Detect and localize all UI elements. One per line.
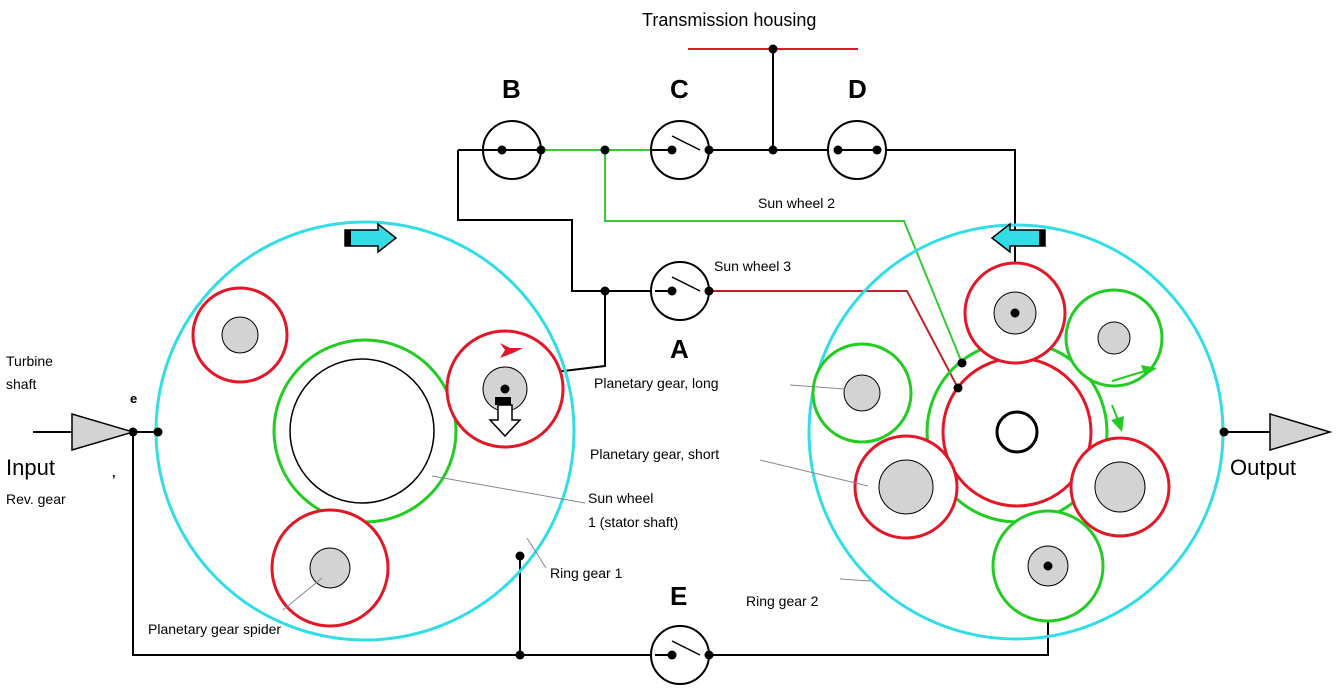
- sun-wheel-3-link: [709, 290, 959, 389]
- sun-wheel-3-label: Sun wheel 3: [714, 258, 791, 274]
- clutch-a: [600, 261, 714, 321]
- turbine-shaft-label-line2: shaft: [6, 376, 36, 392]
- right-short-planet-right: [1069, 436, 1171, 538]
- left-planetary-set: [128, 220, 576, 642]
- input-shaft-arrow: [71, 412, 136, 452]
- output-label: Output: [1230, 455, 1296, 480]
- green-direction-arrows: [1111, 365, 1157, 432]
- sun-wheel-1-inner: [289, 358, 435, 504]
- e-marker: e: [130, 391, 137, 406]
- ring-gear-1-label: Ring gear 1: [550, 565, 623, 581]
- rev-gear-label: Rev. gear: [6, 491, 66, 507]
- clutch-d: [827, 120, 887, 180]
- right-short-planet-left: [853, 434, 959, 540]
- clutch-c: [650, 120, 778, 180]
- clutch-e-label: E: [670, 581, 687, 611]
- leader-lines: [282, 384, 871, 611]
- right-planetary-set: [807, 223, 1229, 641]
- planetary-spider-label: Planetary gear spider: [148, 621, 281, 637]
- clutch-e: [515, 625, 714, 685]
- clutch-b-label: B: [502, 74, 521, 104]
- left-planet-top: [191, 286, 289, 384]
- clutch-a-label: A: [670, 334, 689, 364]
- sun-wheel-1-label-line1: Sun wheel: [588, 490, 653, 506]
- red-direction-arrow: [500, 343, 523, 358]
- clutch-d-label: D: [848, 74, 867, 104]
- sun-wheel-2-link: [604, 150, 963, 364]
- planetary-short-label: Planetary gear, short: [590, 446, 719, 462]
- sun-wheel-2-label: Sun wheel 2: [758, 195, 835, 211]
- transmission-housing-label: Transmission housing: [642, 10, 816, 30]
- center-shaft: [995, 410, 1039, 454]
- left-planet-bottom: [270, 508, 390, 628]
- right-long-planet-left: [811, 342, 913, 444]
- left-planet-right: [445, 329, 565, 449]
- ring-1-rotation-arrow: [344, 222, 398, 254]
- planetary-long-label: Planetary gear, long: [594, 375, 719, 391]
- right-long-planet-bottom: [991, 509, 1105, 623]
- turbine-shaft-label-line1: Turbine: [6, 353, 53, 369]
- clutch-c-label: C: [670, 74, 689, 104]
- right-short-planet-top: [963, 261, 1067, 365]
- input-label: Input: [6, 455, 55, 480]
- clutch-b: [482, 120, 610, 180]
- stray-mark: ’: [112, 472, 116, 487]
- transmission-housing: [688, 44, 858, 150]
- sun-wheel-1-label-line2: 1 (stator shaft): [588, 514, 678, 530]
- ring-gear-2-label: Ring gear 2: [746, 593, 819, 609]
- ring-2-rotation-arrow: [990, 222, 1046, 254]
- output-shaft-arrow: [1269, 412, 1333, 452]
- right-long-planet-upper-right: [1064, 288, 1164, 388]
- planet-down-arrow: [488, 397, 522, 438]
